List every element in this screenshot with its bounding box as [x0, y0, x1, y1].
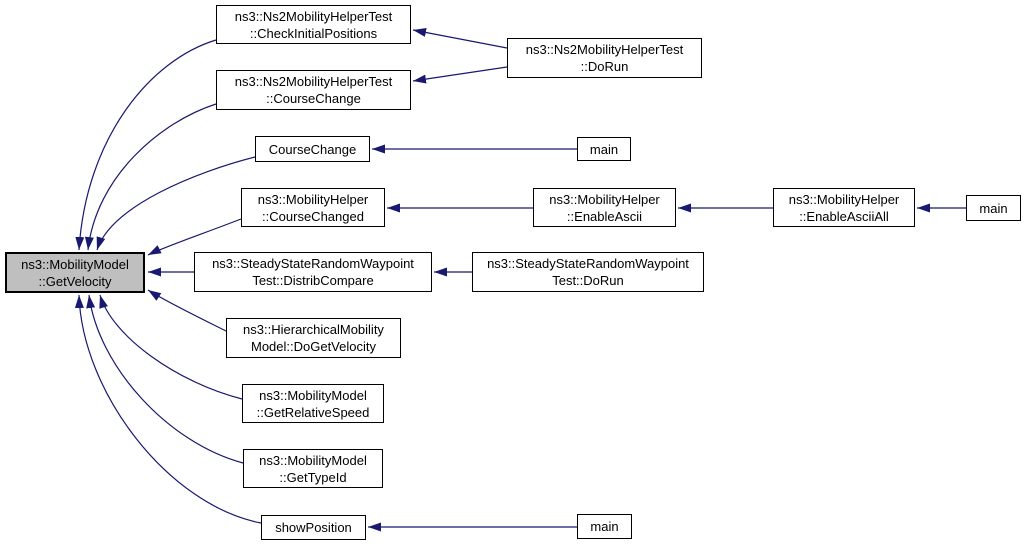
node-label-line: ns3::MobilityModel — [259, 452, 367, 468]
graph-node-enableascii[interactable]: ns3::MobilityHelper::EnableAscii — [533, 188, 676, 227]
node-label-line: main — [979, 200, 1008, 216]
node-label-line: ns3::MobilityHelper — [549, 191, 660, 207]
edge-showpos-getvelocity — [74, 294, 262, 524]
node-label-line: main — [590, 519, 619, 534]
node-label-line: ns3::MobilityHelper — [788, 191, 900, 207]
graph-node-ns2dorun[interactable]: ns3::Ns2MobilityHelperTest::DoRun — [507, 38, 702, 78]
graph-node-main3[interactable]: main — [577, 514, 632, 539]
graph-node-relspeed[interactable]: ns3::MobilityModel::GetRelativeSpeed — [242, 384, 384, 423]
graph-node-coursechange[interactable]: CourseChange — [255, 136, 370, 162]
node-label-line: ns3::Ns2MobilityHelperTest — [525, 42, 684, 57]
node-label-line: ns3::MobilityModel — [259, 387, 367, 403]
edge-ns2dorun-ns2cc — [412, 66, 508, 84]
graph-node-main2[interactable]: main — [966, 195, 1021, 221]
graph-node-checkinit[interactable]: ns3::Ns2MobilityHelperTest::CheckInitial… — [216, 5, 411, 44]
node-label-line: ::GetVelocity — [38, 273, 112, 289]
graph-node-getvelocity: ns3::MobilityModel::GetVelocity — [5, 252, 145, 293]
graph-node-showpos[interactable]: showPosition — [261, 515, 366, 540]
edge-hier-getvelocity — [147, 289, 227, 332]
node-label-line: showPosition — [275, 520, 352, 535]
node-label-line: ns3::SteadyStateRandomWaypoint — [212, 256, 414, 271]
graph-node-enableasciiall[interactable]: ns3::MobilityHelper::EnableAsciiAll — [773, 188, 915, 227]
node-label-line: ::CourseChange — [266, 91, 361, 106]
edge-ns2cc-getvelocity — [84, 103, 217, 251]
node-label-line: ns3::Ns2MobilityHelperTest — [234, 74, 393, 89]
node-label-line: ::EnableAsciiAll — [799, 208, 889, 224]
edge-mhcc-getvelocity — [147, 218, 242, 256]
node-label-line: ns3::SteadyStateRandomWaypoint — [487, 256, 689, 271]
edge-relspeed-getvelocity — [99, 294, 243, 400]
node-label-line: ns3::Ns2MobilityHelperTest — [234, 8, 393, 24]
node-label-line: Test::DistribCompare — [252, 273, 374, 288]
node-label-line: Model::DoGetVelocity — [250, 339, 376, 354]
node-label-line: main — [589, 141, 619, 157]
node-label-line: Test::DoRun — [552, 273, 624, 288]
edge-checkinit-getvelocity — [75, 39, 217, 251]
graph-node-main1[interactable]: main — [577, 137, 631, 161]
graph-node-typeid[interactable]: ns3::MobilityModel::GetTypeId — [243, 449, 383, 488]
node-label-line: ns3::MobilityModel — [21, 256, 129, 272]
graph-node-ns2cc[interactable]: ns3::Ns2MobilityHelperTest::CourseChange — [216, 70, 411, 110]
node-label-line: ::GetRelativeSpeed — [256, 404, 370, 420]
node-label-line: ::EnableAscii — [566, 208, 643, 224]
node-label-line: ns3::MobilityHelper — [257, 191, 369, 207]
edge-coursechange-getvelocity — [96, 156, 256, 251]
node-label-line: ::CheckInitialPositions — [249, 25, 378, 41]
node-label-line: CourseChange — [268, 141, 357, 157]
node-label-line: ::CourseChanged — [262, 208, 364, 224]
graph-node-mhcc[interactable]: ns3::MobilityHelper::CourseChanged — [241, 188, 385, 227]
edge-ns2dorun-checkinit — [412, 28, 508, 49]
node-label-line: ns3::HierarchicalMobility — [243, 322, 384, 337]
edge-typeid-getvelocity — [86, 294, 244, 464]
node-label-line: ::GetTypeId — [279, 469, 347, 485]
node-label-line: ::DoRun — [580, 59, 629, 74]
